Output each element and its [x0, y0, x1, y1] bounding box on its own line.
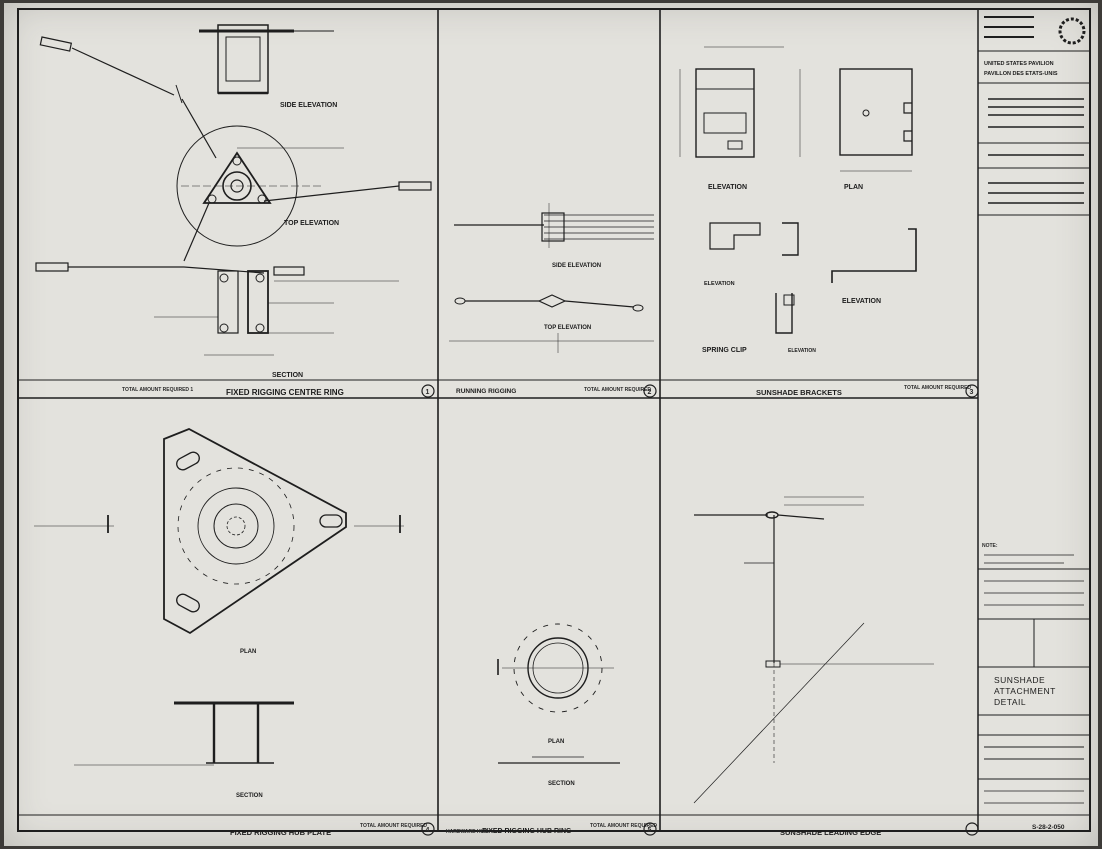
panel-2-running-rigging: SIDE ELEVATION TOP ELEVATION RUNNING RIG…	[449, 203, 657, 398]
panel-5-number: 5	[648, 827, 652, 834]
sheet-border	[17, 8, 1091, 832]
panel-4-qty: TOTAL AMOUNT REQUIRED	[360, 823, 427, 829]
panel-1-title: FIXED RIGGING CENTRE RING	[226, 388, 344, 397]
panel-3-sunshade-brackets: ELEVATION PLAN ELEVATION ELEVATION SPRIN…	[679, 46, 979, 398]
title-heading-1: UNITED STATES PAVILION	[984, 61, 1054, 67]
panel-2-title: RUNNING RIGGING	[456, 388, 516, 395]
panel-3-qty: TOTAL AMOUNT REQUIRED	[904, 385, 971, 391]
title-heading-2: PAVILLON DES ETATS-UNIS	[984, 71, 1058, 77]
panel-5-plan: PLAN	[548, 739, 564, 745]
panel-3-elevation-4: ELEVATION	[788, 348, 816, 354]
notes-label: NOTE:	[982, 543, 998, 549]
panel-3-elevation-3: ELEVATION	[842, 298, 881, 305]
panel-3-plan: PLAN	[844, 184, 863, 191]
panel-4-title: FIXED RIGGING HUB PLATE	[230, 828, 331, 837]
panel-5-section: SECTION	[548, 781, 575, 787]
panel-5-title: FIXED RIGGING HUB RING	[482, 828, 572, 835]
panel-1-number: 1	[426, 389, 430, 396]
panel-4-number: 4	[426, 827, 430, 834]
expo-logo-icon	[1058, 17, 1086, 45]
panel-2-side-elevation: SIDE ELEVATION	[552, 263, 601, 269]
panel-2-number: 2	[648, 389, 652, 396]
panel-1-qty: TOTAL AMOUNT REQUIRED 1	[122, 387, 193, 393]
sheet-number: S-28-2-050	[1032, 824, 1065, 831]
panel-3-elevation-2: ELEVATION	[704, 281, 735, 287]
blueprint-canvas: SIDE ELEVATION TOP ELEVATION SECTION TOT…	[17, 8, 1091, 837]
side-elevation-label: SIDE ELEVATION	[280, 102, 337, 109]
panel-4-section: SECTION	[236, 793, 263, 799]
panel-2-top-elevation: TOP ELEVATION	[544, 325, 591, 331]
top-elevation-label: TOP ELEVATION	[284, 220, 339, 227]
panel-2-qty: TOTAL AMOUNT REQUIRED	[584, 387, 651, 393]
spring-clip-label: SPRING CLIP	[702, 347, 747, 354]
panel-3-elevation: ELEVATION	[708, 184, 747, 191]
drawing-title: SUNSHADE ATTACHMENT DETAIL	[994, 675, 1056, 707]
panel-6-sunshade-leading-edge: SUNSHADE LEADING EDGE	[693, 496, 979, 837]
section-label: SECTION	[272, 372, 303, 379]
panel-5-qty: TOTAL AMOUNT REQUIRED	[590, 823, 657, 829]
panel-4-plan: PLAN	[240, 649, 256, 655]
panel-3-number: 3	[970, 389, 974, 396]
title-block-frame	[977, 8, 1091, 832]
panel-4-fixed-rigging-hub-plate: PLAN SECTION FIXED RIGGING HUB PLATE TOT…	[34, 428, 435, 837]
panel-5-prefix: HARDWARE HUB	[446, 829, 488, 835]
drawing-sheet: SIDE ELEVATION TOP ELEVATION SECTION TOT…	[4, 3, 1098, 846]
panel-6-title: SUNSHADE LEADING EDGE	[780, 828, 881, 837]
title-block: UNITED STATES PAVILION PAVILLON DES ETAT…	[978, 16, 1090, 831]
panel-5-fixed-rigging-hub-ring: PLAN SECTION HARDWARE HUB FIXED RIGGING …	[446, 623, 657, 836]
panel-3-title: SUNSHADE BRACKETS	[756, 388, 842, 397]
panel-1-fixed-rigging-centre-ring: SIDE ELEVATION TOP ELEVATION SECTION TOT…	[35, 24, 435, 398]
